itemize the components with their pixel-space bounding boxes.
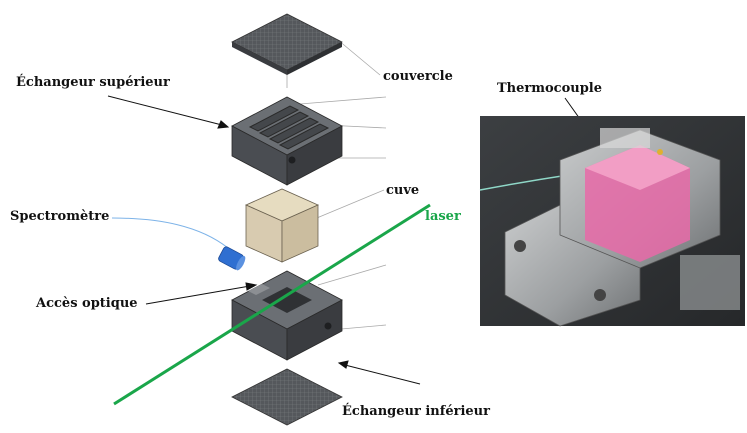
label-cuve: cuve (386, 183, 420, 198)
laser-beam (113, 203, 431, 406)
label-laser: laser (425, 209, 461, 224)
couvercle-plate (231, 13, 343, 75)
echangeur-inferieur-plate (231, 368, 343, 426)
label-thermocouple: Thermocouple (497, 81, 603, 96)
label-echangeur-inferieur: Échangeur inférieur (342, 404, 490, 419)
cuve-container (245, 188, 319, 263)
echangeur-superieur-block (231, 96, 343, 186)
echangeur-inferieur-block (231, 270, 343, 361)
spectrometre-probe (111, 217, 246, 271)
label-echangeur-superieur: Échangeur supérieur (16, 75, 170, 90)
apparatus-photo (479, 116, 745, 327)
label-couvercle: couvercle (383, 69, 453, 84)
label-spectrometre: Spectromètre (10, 209, 110, 224)
label-acces-optique: Accès optique (36, 296, 138, 311)
